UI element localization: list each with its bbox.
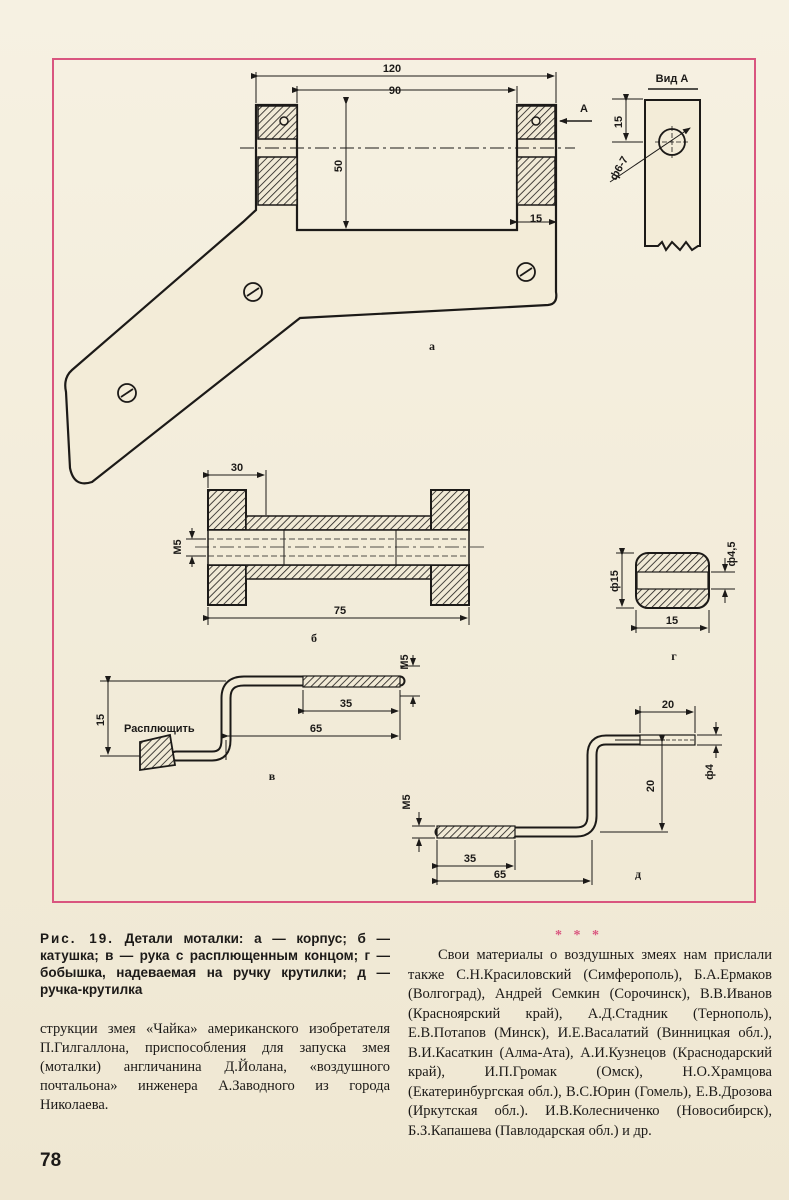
page-number: 78	[40, 1150, 62, 1171]
right-column-text: Свои материалы о воздушных змеях нам при…	[408, 947, 772, 1139]
part-g-boss	[635, 552, 710, 609]
part-d-crank	[434, 734, 696, 839]
dim-b-75: 75	[334, 605, 346, 617]
dim-v-flatten: Расплющить	[124, 723, 195, 735]
dim-120: 120	[383, 63, 401, 75]
dim-v-65: 65	[310, 723, 322, 735]
part-v-arm	[139, 675, 406, 772]
dim-d-20a: 20	[662, 699, 674, 711]
technical-drawing: 120 90 50 15 А Вид А 15 ф6-7 а	[64, 63, 738, 885]
view-arrow-label: А	[580, 103, 588, 115]
part-b-dimensions	[186, 470, 470, 625]
dim-v-m5: М5	[399, 654, 411, 669]
part-g-dimensions	[616, 548, 735, 633]
view-dim-15: 15	[613, 116, 625, 128]
dim-d-20b: 20	[645, 780, 657, 792]
dim-15: 15	[530, 213, 542, 225]
label-g: г	[671, 649, 677, 663]
label-v: в	[269, 769, 276, 783]
dim-g-phi15: ф15	[609, 570, 621, 592]
section-separator: * * *	[555, 928, 603, 943]
view-dim-phi: ф6-7	[608, 154, 631, 182]
view-a-label: Вид А	[656, 73, 689, 85]
dim-50: 50	[333, 160, 345, 172]
dim-v-35: 35	[340, 698, 352, 710]
label-a: а	[429, 339, 435, 353]
dim-d-35: 35	[464, 853, 476, 865]
dim-d-65: 65	[494, 869, 506, 881]
label-b: б	[311, 631, 317, 645]
caption-text: Детали моталки: а — корпус; б — катушка;…	[40, 931, 390, 997]
dim-b-30: 30	[231, 462, 243, 474]
left-column-text: струкции змея «Чайка» американского изоб…	[40, 1021, 390, 1113]
dim-v-15: 15	[95, 714, 107, 726]
view-a	[609, 88, 701, 252]
figure-caption: Рис. 19. Детали моталки: а — корпус; б —…	[40, 930, 390, 998]
part-a-body	[64, 103, 575, 485]
figure-frame	[52, 58, 756, 903]
dim-d-phi4: ф4	[704, 763, 716, 780]
caption-lead: Рис. 19.	[40, 931, 114, 946]
dim-g-15: 15	[666, 615, 678, 627]
dim-g-phi45: ф4,5	[726, 542, 738, 567]
part-d-dimensions	[412, 706, 722, 885]
part-b-spool	[195, 489, 485, 606]
part-v-dimensions	[100, 655, 420, 760]
dim-90: 90	[389, 85, 401, 97]
part-a-dimensions	[251, 72, 592, 230]
dim-d-m5: М5	[401, 794, 413, 809]
dim-b-m5: М5	[172, 539, 184, 554]
label-d: д	[635, 867, 641, 881]
